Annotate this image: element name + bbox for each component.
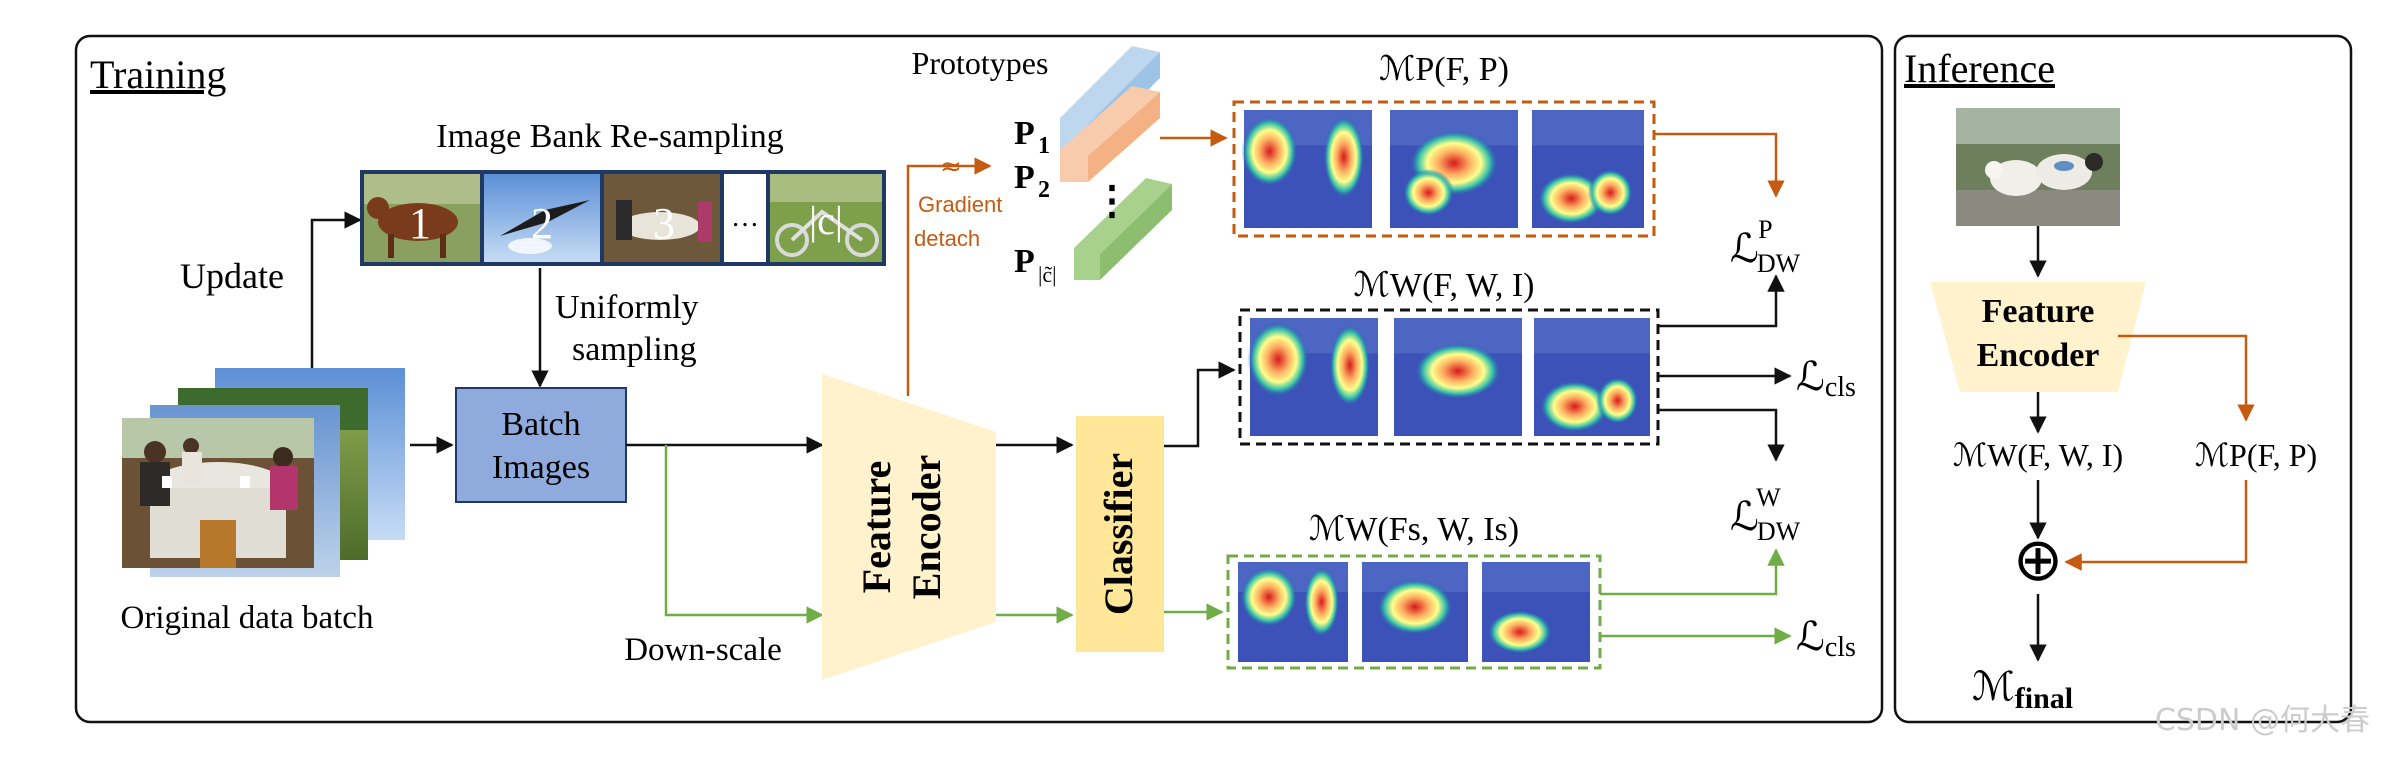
encoder-label-2: Encoder (904, 455, 949, 599)
mapp-to-loss-arrow (1654, 132, 1785, 198)
proto-p1-sub: 1 (1038, 133, 1050, 159)
heatmap-tiles (1238, 110, 1650, 662)
bank-label-c: |c| (809, 198, 843, 243)
update-label: Update (180, 256, 284, 296)
proto-p1-name: P (1014, 115, 1035, 152)
proto-pc-name: P (1014, 243, 1035, 280)
gradient-label-1: Gradient (918, 192, 1002, 217)
heatmap-blob (1414, 342, 1502, 400)
inference-encoder-label-1: Feature (1982, 293, 2095, 330)
bank-label-2: 2 (531, 199, 553, 248)
heatmap-blob (1588, 169, 1633, 217)
inference-encoder-label-2: Encoder (1977, 337, 2100, 374)
oplus-symbol: ⊕ (2013, 525, 2063, 595)
loss-dw-w: ℒDWW (1730, 483, 1801, 546)
map-p-frame (1232, 100, 1656, 238)
heatmap-blob (1247, 321, 1309, 398)
proto-p2-name: P (1014, 159, 1035, 196)
bank-label-1: 1 (409, 199, 431, 248)
mapp-to-oplus-arrow (2064, 480, 2248, 571)
inference-map-p-label: ℳP(F, P) (2195, 437, 2317, 473)
downscale-label: Down-scale (624, 632, 782, 668)
batch-label-2: Images (492, 449, 590, 486)
prototype-p2-bar (1060, 86, 1160, 182)
inference-map-w-label: ℳW(F, W, I) (1953, 437, 2123, 473)
prototypes-label: Prototypes (912, 45, 1049, 81)
proto-p2-sub: 2 (1038, 177, 1050, 203)
heatmap-blob (1539, 380, 1610, 433)
heatmap-tile-bg (1482, 562, 1590, 592)
uniform-label-2: sampling (572, 331, 697, 368)
heatmap-blob (1240, 567, 1298, 627)
heatmap-blob (1376, 579, 1454, 635)
heatmap-blob (1329, 323, 1371, 407)
gradient-label-2: detach (914, 226, 980, 251)
loss-cls-2: ℒcls (1796, 614, 1856, 663)
uniform-label-1: Uniformly (555, 289, 699, 326)
original-data-stack (122, 368, 405, 577)
training-frame (74, 34, 1884, 724)
proto-pc-sub: |c̃| (1038, 262, 1057, 287)
heatmap-blob (1304, 567, 1340, 637)
inference-frame (1893, 34, 2353, 724)
heatmap-tile-bg (1534, 318, 1650, 354)
gradient-detach-arrow (906, 157, 992, 396)
bank-ellipsis: … (731, 202, 759, 233)
heatmap-blob (1596, 377, 1639, 425)
heatmap-blob (1537, 172, 1605, 225)
classifier-box (1076, 416, 1164, 652)
mapws-to-lossw-arrow (1600, 548, 1785, 596)
final-map-label: ℳfinal (1972, 664, 2073, 715)
heatmap-blob (1402, 169, 1454, 217)
map-w-label: ℳW(F, W, I) (1354, 267, 1535, 304)
classifier-to-mapw-arrow (1164, 361, 1236, 448)
batch-label-1: Batch (501, 406, 580, 443)
watermark: CSDN @何大春 (2155, 703, 2370, 738)
original-data-label: Original data batch (121, 600, 374, 636)
update-arrow (310, 211, 362, 368)
bank-label-3: 3 (653, 199, 675, 248)
heatmap-blob (1323, 115, 1365, 199)
heatmap-blob (1241, 115, 1298, 187)
inference-input-image (1956, 108, 2120, 226)
training-title: Training (90, 52, 226, 97)
heatmap-tile-bg (1532, 110, 1644, 146)
downscale-arrow (664, 445, 824, 624)
inference-encoder-shape (1930, 282, 2146, 392)
image-bank-strip: 1 2 3 … |c| (360, 170, 886, 266)
loss-dw-p: ℒDWP (1730, 215, 1801, 278)
encoder-to-mapp-arrow (2118, 334, 2255, 422)
mapw-to-lossp-arrow (1658, 274, 1785, 328)
prototype-pc-bar (1074, 178, 1172, 280)
inference-title: Inference (1904, 46, 2055, 91)
map-ws-label: ℳW(Fs, W, Is) (1309, 511, 1519, 548)
proto-vdots: ⋮ (1092, 178, 1132, 223)
map-ws-frame (1226, 554, 1602, 670)
heatmap-blob (1487, 610, 1553, 654)
map-p-label: ℳP(F, P) (1379, 51, 1509, 88)
classifier-label: Classifier (1096, 453, 1141, 615)
gradient-detach-marks: ≈ (940, 152, 962, 182)
image-bank-title: Image Bank Re-sampling (436, 118, 783, 155)
mapw-to-lossw-arrow (1658, 408, 1785, 462)
loss-cls-1: ℒcls (1796, 354, 1856, 403)
feature-encoder-shape (822, 374, 996, 680)
encoder-label-1: Feature (854, 461, 899, 594)
